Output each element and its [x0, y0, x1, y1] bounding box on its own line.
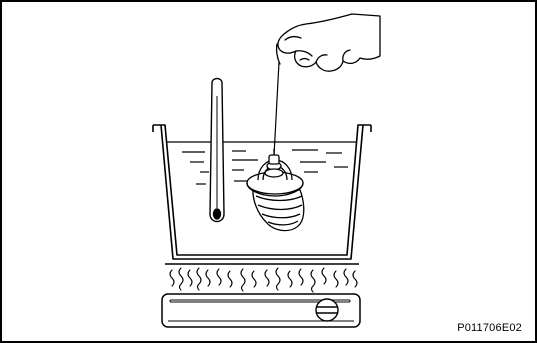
thermostat-icon — [246, 149, 305, 232]
water — [167, 141, 357, 185]
figure-id-label: P011706E02 — [457, 322, 522, 334]
stove-icon — [161, 293, 361, 328]
string — [273, 61, 280, 157]
thermometer-icon — [209, 77, 225, 223]
heat-icon — [169, 267, 358, 293]
pot-icon — [152, 124, 372, 265]
hand-icon — [275, 13, 381, 72]
knob-icon — [315, 298, 339, 322]
